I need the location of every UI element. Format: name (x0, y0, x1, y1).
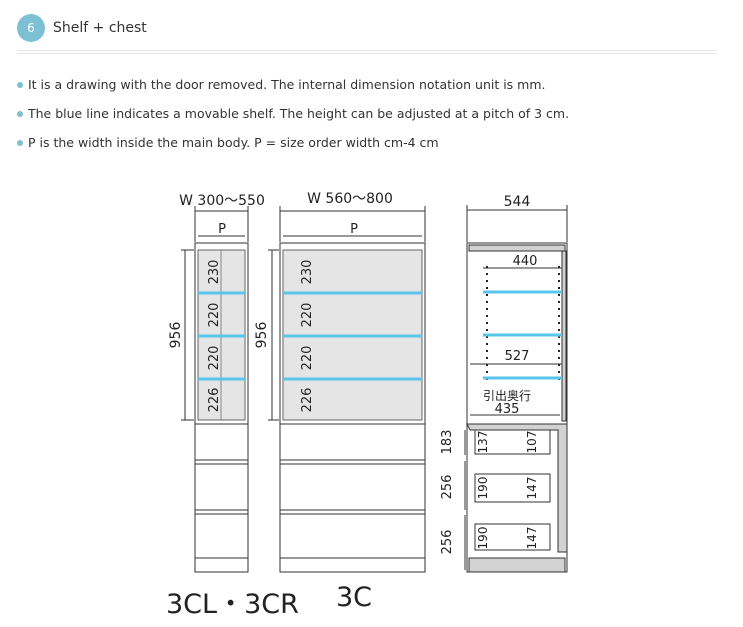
side-outline (466, 242, 568, 573)
narrow-shelf-height-2: 220 (207, 303, 222, 328)
wide-height-dimension (268, 249, 279, 421)
side-dimension-lines (464, 205, 568, 570)
section-header: 6 Shelf + chest (17, 13, 147, 43)
wide-shelf-height-3: 220 (300, 346, 315, 371)
note-movable-shelf: The blue line indicates a movable shelf.… (17, 107, 569, 121)
inner-depth-label: 527 (505, 349, 530, 364)
header-divider (17, 50, 717, 54)
drawer-depth-caption: 引出奥行 (483, 389, 531, 403)
drawer-box-height-1: 107 (525, 431, 539, 454)
narrow-shelf-height-4: 226 (207, 388, 222, 413)
drawer-inner-height-2: 190 (476, 477, 490, 500)
wide-width-label: W 560〜800 (307, 191, 393, 207)
side-drawer-2 (474, 473, 551, 503)
narrow-shelf-height-3: 220 (207, 346, 222, 371)
narrow-shelf-height-1: 230 (207, 260, 222, 285)
wide-width-dimension (279, 206, 426, 242)
drawer-box-height-3: 147 (525, 527, 539, 550)
side-top-board (468, 244, 566, 252)
side-back-board (561, 250, 567, 422)
drawer-depth-label: 435 (495, 402, 520, 417)
side-depth-label: 544 (504, 194, 531, 210)
wide-total-height: 956 (254, 322, 270, 349)
wide-shelf-height-4: 226 (300, 388, 315, 413)
chest-height-1: 183 (440, 430, 455, 455)
section-number-badge: 6 (17, 14, 45, 42)
model-label-wide: 3C (336, 582, 373, 613)
drawer-inner-height-1: 137 (476, 431, 490, 454)
notes-list: It is a drawing with the door removed. T… (17, 78, 569, 165)
narrow-width-dimension (194, 206, 249, 242)
drawer-box-height-2: 147 (525, 477, 539, 500)
model-label-narrow: 3CL・3CR (166, 589, 299, 620)
narrow-movable-shelves (198, 291, 245, 381)
drawer-inner-height-3: 190 (476, 527, 490, 550)
side-drawer-3 (474, 523, 551, 551)
note-door-removed: It is a drawing with the door removed. T… (17, 78, 569, 92)
chest-height-2: 256 (440, 475, 455, 500)
side-movable-shelves (483, 290, 562, 380)
narrow-total-height: 956 (168, 322, 184, 349)
wide-movable-shelves (283, 291, 422, 381)
shelf-depth-label: 440 (513, 254, 538, 269)
narrow-p-label: P (218, 222, 226, 237)
wide-unit-front-view (279, 242, 426, 573)
narrow-height-dimension (181, 249, 194, 421)
chest-height-3: 256 (440, 530, 455, 555)
side-chest-body (466, 423, 568, 553)
wide-shelf-height-2: 220 (300, 303, 315, 328)
wide-shelf-height-1: 230 (300, 260, 315, 285)
side-plinth (468, 557, 566, 573)
note-inner-width: P is the width inside the main body. P =… (17, 136, 569, 150)
side-section-view (466, 242, 568, 573)
section-title: Shelf + chest (53, 20, 147, 36)
narrow-width-label: W 300〜550 (179, 193, 265, 209)
wide-p-label: P (350, 222, 358, 237)
shelf-pin-holes (486, 266, 560, 382)
side-drawer-1 (474, 429, 551, 455)
